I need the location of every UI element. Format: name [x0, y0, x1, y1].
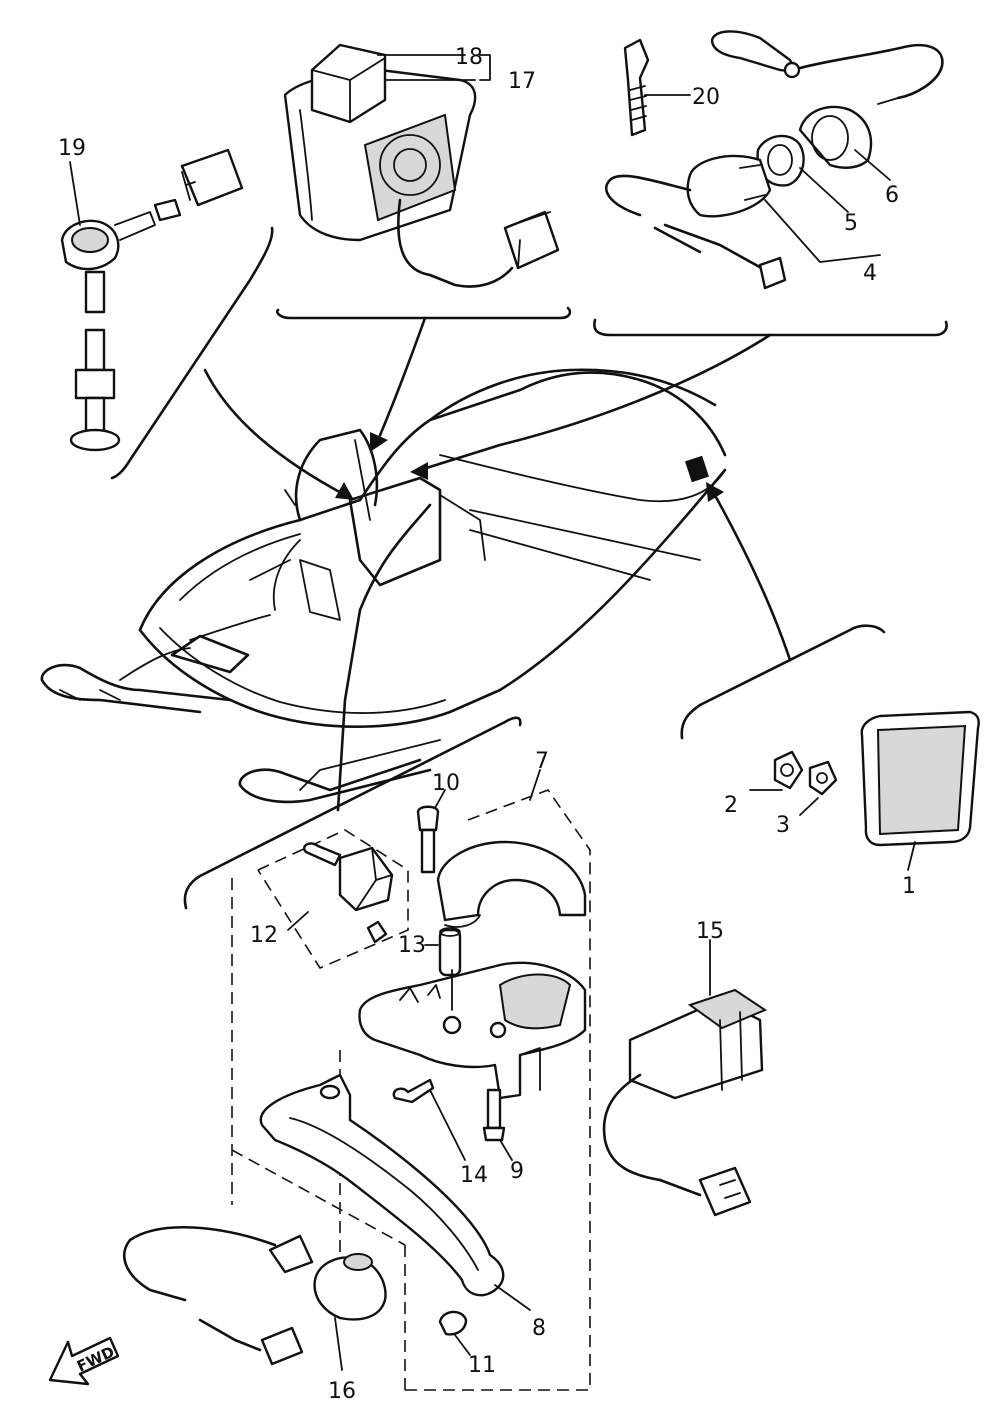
callout-9: 9: [510, 1159, 524, 1184]
callout-15: 15: [696, 919, 724, 944]
part-16-switch: [123, 1226, 387, 1371]
part-14-screw: [392, 1078, 466, 1161]
callout-4: 4: [863, 261, 877, 286]
part-1-2-3-reflector-nuts: [749, 710, 980, 871]
part-19-sensor: [60, 148, 244, 452]
callout-14: 14: [460, 1163, 488, 1188]
callout-16: 16: [328, 1379, 356, 1404]
part-15-relay: [602, 939, 768, 1217]
part-11-grommet: [438, 1310, 471, 1356]
callout-3: 3: [776, 813, 790, 838]
callout-12: 12: [250, 923, 278, 948]
callout-19: 19: [58, 136, 86, 161]
part-17-18-control-unit: [283, 43, 560, 288]
callout-10: 10: [432, 771, 460, 796]
callout-18: 18: [455, 45, 483, 70]
callout-1: 1: [902, 874, 916, 899]
callout-11: 11: [468, 1353, 496, 1378]
callout-6: 6: [885, 183, 899, 208]
part-8-throttle-lever: [259, 1073, 531, 1311]
callout-17: 17: [508, 69, 536, 94]
callout-5: 5: [844, 211, 858, 236]
callout-20: 20: [692, 85, 720, 110]
part-12-switch-set: [287, 842, 394, 944]
part-7-cover: [436, 840, 587, 928]
snowmobile-body: [40, 368, 727, 812]
bracket-lines: [110, 226, 948, 910]
callout-8: 8: [532, 1316, 546, 1341]
callout-7: 7: [535, 749, 549, 774]
part-4-5-6-20-main-switch: [604, 30, 944, 290]
callout-2: 2: [724, 793, 738, 818]
throttle-housing: [358, 961, 587, 1100]
throttle-assembly-outline: [231, 769, 591, 1391]
callout-13: 13: [398, 933, 426, 958]
part-13-pin: [424, 927, 462, 977]
callout-numbers: 1 2 3 4 5 6 7 8 9 10 11 12 13 14 15 16 1…: [58, 45, 916, 1404]
part-9-bolt: [482, 1088, 513, 1161]
part-10-bolt: [416, 789, 446, 874]
fwd-arrow-icon: FWD: [48, 1336, 120, 1386]
